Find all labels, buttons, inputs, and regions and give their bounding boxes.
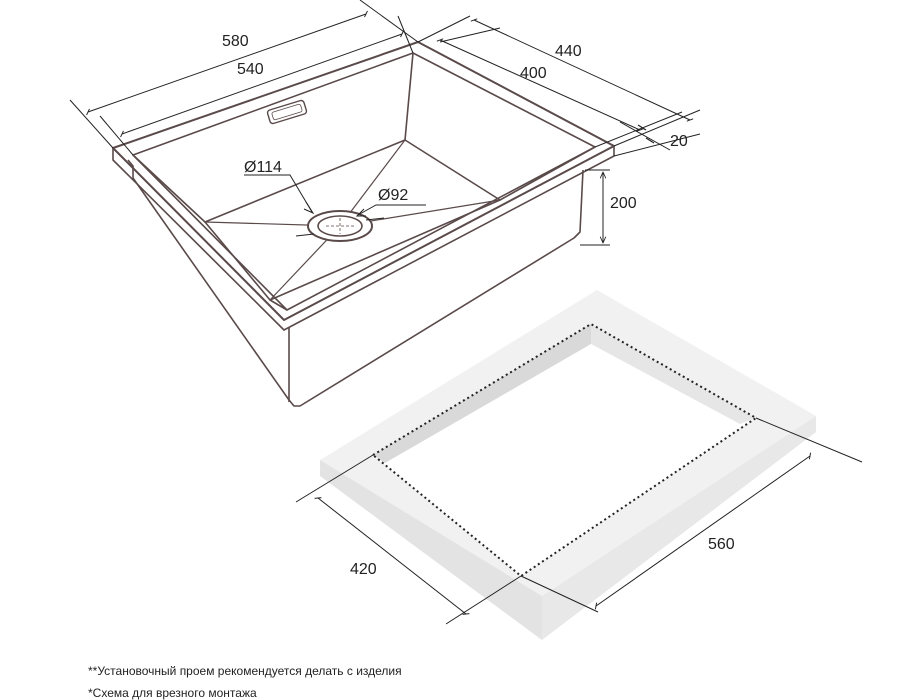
dimension-line-20 xyxy=(619,121,671,151)
cutout-outline xyxy=(371,322,758,578)
sink-inner-corner-left xyxy=(132,154,206,223)
sink-inner-corner-back xyxy=(404,52,414,141)
sink-rim-outer xyxy=(112,41,615,321)
sink-inner-width-label: 400 xyxy=(520,65,547,82)
drain-outer-diameter-label: Ø114 xyxy=(244,159,282,176)
sink-rim-edge xyxy=(112,146,615,331)
dimension-line-400 xyxy=(436,38,644,132)
cutout-length-label: 560 xyxy=(708,536,735,553)
cutout-dimension-lines xyxy=(295,417,863,625)
cutout-note: **Установочный проем рекомендуется делат… xyxy=(88,664,402,678)
sink-dimension-lines xyxy=(69,0,701,246)
dimension-line-580 xyxy=(86,10,368,116)
cutout-width-label: 420 xyxy=(350,561,377,578)
sink-rim-height-label: 20 xyxy=(670,133,688,150)
sink-outer-wall xyxy=(127,159,584,407)
dimension-line-540 xyxy=(120,30,404,138)
drain-inner-diameter-label: Ø92 xyxy=(378,187,408,204)
sink-outer-width-label: 440 xyxy=(555,43,582,60)
sink-inner-length-label: 540 xyxy=(237,61,264,78)
drain-dimension-leaders xyxy=(244,174,426,237)
sink-depth-label: 200 xyxy=(610,195,637,212)
drain xyxy=(307,210,373,242)
sink-outer-length-label: 580 xyxy=(222,33,249,50)
mounting-note: *Схема для врезного монтажа xyxy=(88,686,257,700)
countertop-slab xyxy=(320,290,816,640)
dimension-line-420 xyxy=(314,497,470,615)
sink-inner-corner-front xyxy=(269,299,288,311)
cutout-wall-back xyxy=(373,324,591,463)
cutout-wall-right xyxy=(591,324,756,424)
sink-inner-corner-right xyxy=(499,146,596,201)
dimension-line-560 xyxy=(594,452,812,610)
sink-rim-inner xyxy=(132,52,596,311)
